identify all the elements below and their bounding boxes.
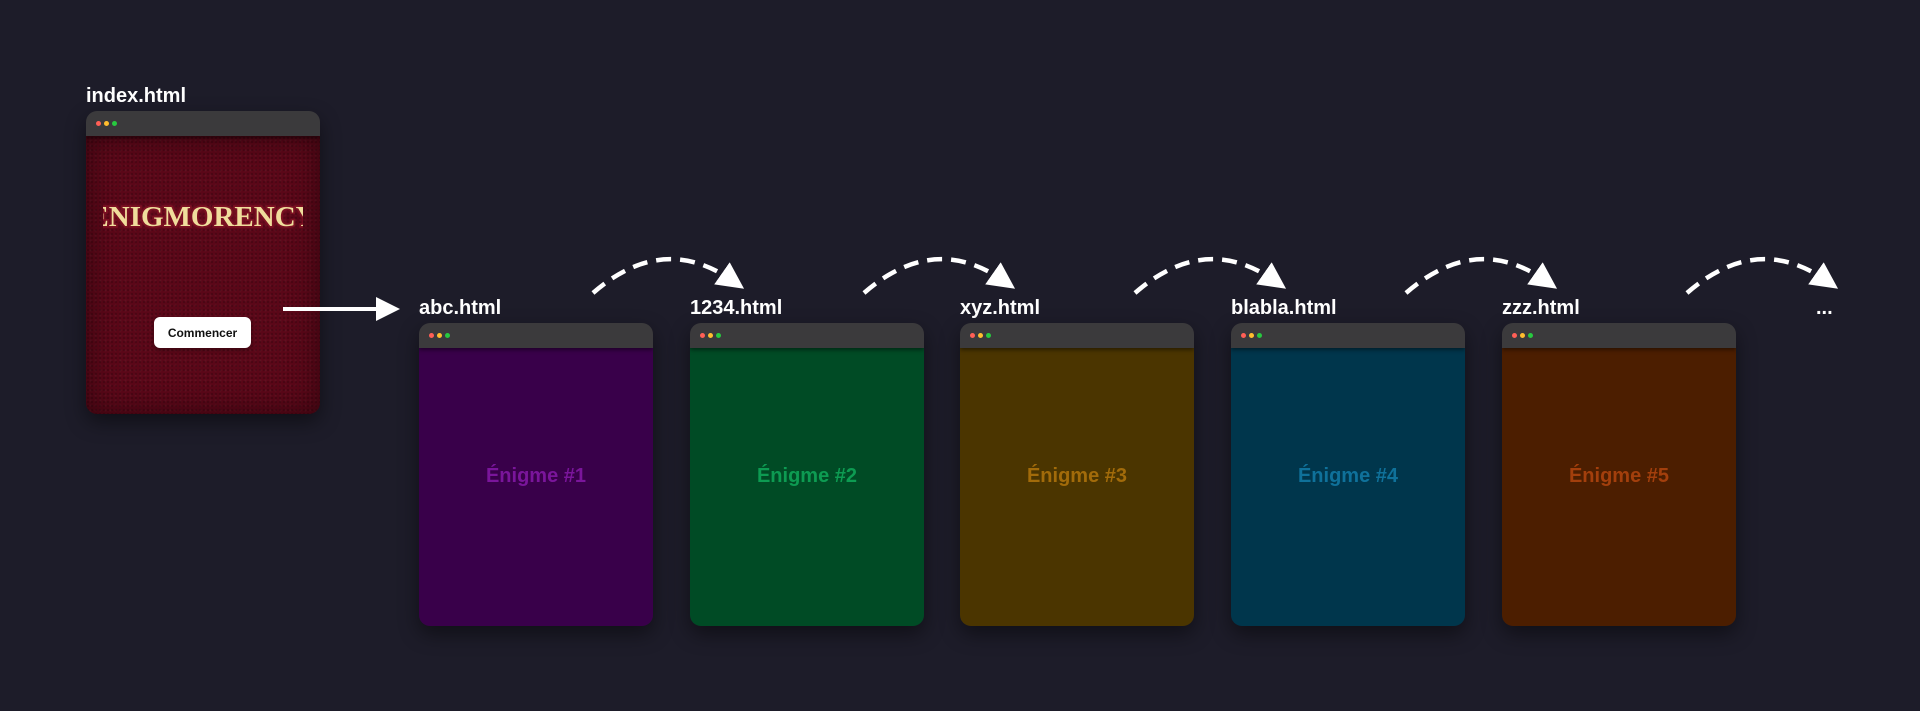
maximize-dot-icon xyxy=(716,333,721,338)
close-dot-icon xyxy=(970,333,975,338)
close-dot-icon xyxy=(1241,333,1246,338)
window-titlebar xyxy=(419,323,653,348)
enigme-3-title: Énigme #3 xyxy=(1026,465,1128,487)
page-1-window[interactable]: Énigme #1 xyxy=(419,323,653,626)
page-5-content: Énigme #5 xyxy=(1502,348,1736,626)
ellipsis-label: ... xyxy=(1816,297,1833,319)
enigme-1-title: Énigme #1 xyxy=(485,465,587,487)
index-content: ENIGMORENCY ENIGMORENCY Commencer xyxy=(86,136,320,414)
minimize-dot-icon xyxy=(708,333,713,338)
window-titlebar xyxy=(960,323,1194,348)
commencer-button[interactable]: Commencer xyxy=(154,317,251,348)
page-2-window[interactable]: Énigme #2 xyxy=(690,323,924,626)
enigme-4-title: Énigme #4 xyxy=(1297,465,1399,487)
minimize-dot-icon xyxy=(978,333,983,338)
window-titlebar xyxy=(1231,323,1465,348)
minimize-dot-icon xyxy=(1520,333,1525,338)
page-4-window[interactable]: Énigme #4 xyxy=(1231,323,1465,626)
page-2-filename-label: 1234.html xyxy=(690,297,783,319)
enigme-2-title: Énigme #2 xyxy=(756,465,858,487)
logo-glow: ENIGMORENCY xyxy=(103,201,303,233)
page-4-content: Énigme #4 xyxy=(1231,348,1465,626)
minimize-dot-icon xyxy=(1249,333,1254,338)
maximize-dot-icon xyxy=(445,333,450,338)
next-arrow-3 xyxy=(1133,256,1287,295)
close-dot-icon xyxy=(429,333,434,338)
enigme-5-title: Énigme #5 xyxy=(1568,465,1670,487)
page-1-filename-label: abc.html xyxy=(419,297,502,319)
next-arrow-5 xyxy=(1685,256,1839,295)
minimize-dot-icon xyxy=(104,121,109,126)
page-1-content: Énigme #1 xyxy=(419,348,653,626)
close-dot-icon xyxy=(1512,333,1517,338)
window-titlebar xyxy=(690,323,924,348)
maximize-dot-icon xyxy=(112,121,117,126)
maximize-dot-icon xyxy=(1257,333,1262,338)
minimize-dot-icon xyxy=(437,333,442,338)
window-titlebar xyxy=(86,111,320,136)
page-3-content: Énigme #3 xyxy=(960,348,1194,626)
next-arrow-1 xyxy=(591,256,745,295)
next-arrow-4 xyxy=(1404,256,1558,295)
logo-text: ENIGMORENCY xyxy=(103,201,303,233)
page-3-window[interactable]: Énigme #3 xyxy=(960,323,1194,626)
close-dot-icon xyxy=(96,121,101,126)
index-filename-label: index.html xyxy=(86,85,187,107)
index-window[interactable]: ENIGMORENCY ENIGMORENCY Commencer xyxy=(86,111,320,414)
page-2-content: Énigme #2 xyxy=(690,348,924,626)
enigmorency-logo: ENIGMORENCY ENIGMORENCY xyxy=(86,196,320,236)
page-5-window[interactable]: Énigme #5 xyxy=(1502,323,1736,626)
maximize-dot-icon xyxy=(1528,333,1533,338)
close-dot-icon xyxy=(700,333,705,338)
maximize-dot-icon xyxy=(986,333,991,338)
window-titlebar xyxy=(1502,323,1736,348)
page-4-filename-label: blabla.html xyxy=(1231,297,1337,319)
next-arrow-2 xyxy=(862,256,1016,295)
page-3-filename-label: xyz.html xyxy=(960,297,1041,319)
page-5-filename-label: zzz.html xyxy=(1502,297,1580,319)
